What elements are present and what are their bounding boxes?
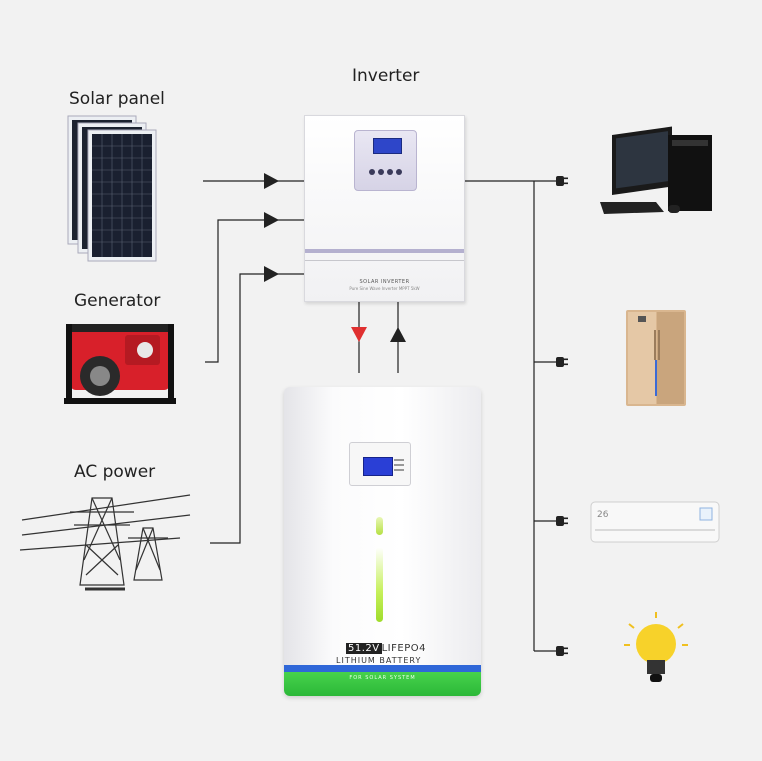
battery-usage: FOR SOLAR SYSTEM bbox=[349, 675, 416, 681]
computer-icon bbox=[600, 126, 712, 214]
solar-input-arrow bbox=[264, 173, 279, 189]
generator-icon bbox=[64, 324, 176, 404]
battery-blue-band bbox=[284, 665, 481, 673]
inverter-button bbox=[378, 169, 384, 175]
battery-indicator bbox=[394, 459, 404, 461]
battery-display bbox=[349, 442, 411, 486]
inverter-stripe bbox=[305, 249, 464, 253]
battery-type: LITHIUM BATTERY bbox=[336, 656, 422, 665]
battery-lcd bbox=[363, 457, 393, 476]
battery-led-short bbox=[376, 517, 383, 535]
inverter-lcd bbox=[373, 138, 402, 154]
discharge-arrow bbox=[351, 327, 367, 342]
generator-label: Generator bbox=[74, 291, 161, 311]
battery-led-bar bbox=[376, 547, 383, 622]
inverter-control-panel bbox=[354, 130, 417, 191]
inverter-title: Inverter bbox=[352, 66, 420, 86]
solar-panel-label: Solar panel bbox=[69, 89, 165, 109]
air-conditioner-icon bbox=[590, 501, 720, 543]
inverter-button bbox=[396, 169, 402, 175]
refrigerator-icon bbox=[626, 310, 686, 406]
light-bulb-icon bbox=[624, 612, 688, 682]
inverter-button bbox=[369, 169, 375, 175]
battery-voltage: 51.2V bbox=[346, 643, 382, 654]
inverter-label: SOLAR INVERTER bbox=[359, 279, 410, 285]
ac-power-label: AC power bbox=[74, 462, 156, 482]
charge-arrow bbox=[390, 327, 406, 342]
ac-temp: 26 bbox=[597, 510, 609, 520]
inverter-unit: SOLAR INVERTER Pure Sine Wave Inverter M… bbox=[304, 115, 465, 302]
inverter-button bbox=[387, 169, 393, 175]
solar-panel-icon bbox=[67, 115, 157, 262]
ac-input-arrow bbox=[264, 266, 279, 282]
plug-icon bbox=[556, 176, 568, 656]
battery-chemistry: LIFEPO4 bbox=[381, 643, 426, 654]
inverter-sublabel: Pure Sine Wave Inverter MPPT 5kW bbox=[349, 286, 420, 291]
battery-indicator bbox=[394, 469, 404, 471]
generator-input-arrow bbox=[264, 212, 279, 228]
power-tower-icon bbox=[19, 494, 191, 591]
battery-green-band bbox=[284, 672, 481, 696]
battery-indicator bbox=[394, 464, 404, 466]
inverter-divider bbox=[305, 260, 464, 261]
